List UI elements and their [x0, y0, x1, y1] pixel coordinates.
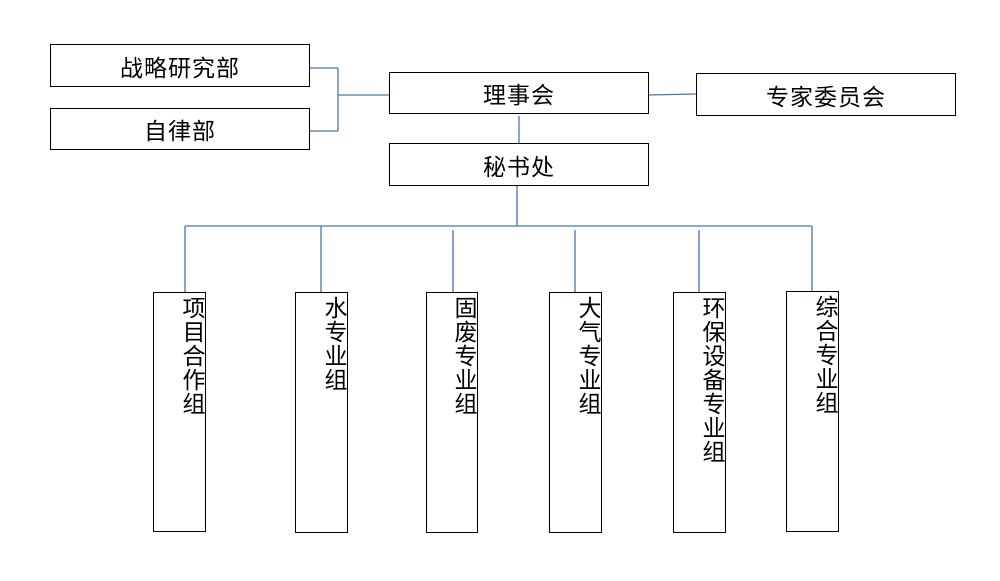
group-label: 综合专业组 [811, 295, 837, 415]
group-label: 大气专业组 [574, 296, 600, 416]
group-label: 项目合作组 [178, 296, 204, 416]
group-label: 水专业组 [320, 296, 346, 392]
group-box-project-cooperation: 项目合作组 [153, 292, 206, 532]
group-box-water: 水专业组 [295, 292, 348, 533]
self-discipline-box: 自律部 [50, 108, 310, 150]
group-label: 固废专业组 [450, 296, 476, 416]
group-label: 环保设备专业组 [698, 296, 724, 464]
group-box-atmosphere: 大气专业组 [549, 292, 602, 533]
connector-council-experts [647, 93, 697, 96]
council-box: 理事会 [389, 72, 649, 114]
group-box-comprehensive: 综合专业组 [786, 291, 839, 532]
secretariat-box: 秘书处 [389, 143, 649, 186]
strategy-research-box: 战略研究部 [50, 44, 310, 87]
group-box-solid-waste: 固废专业组 [426, 292, 478, 533]
group-box-environmental-equipment: 环保设备专业组 [673, 292, 726, 533]
expert-committee-box: 专家委员会 [696, 73, 956, 116]
